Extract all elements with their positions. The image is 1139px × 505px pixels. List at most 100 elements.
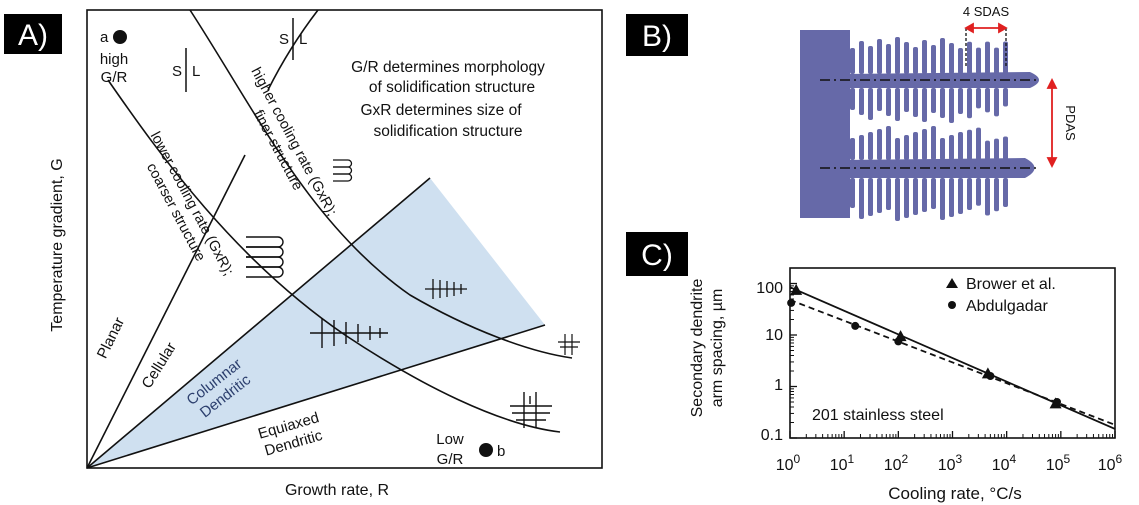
columnar-dendrite-icon-small xyxy=(425,279,467,299)
secondary-arm xyxy=(913,178,918,215)
panel-a-tag-box xyxy=(4,14,62,54)
dendrite-image xyxy=(800,30,1039,221)
higher-cooling-rate-curve xyxy=(189,9,573,359)
secondary-arm xyxy=(949,88,954,123)
panel-c-x-axis-label: Cooling rate, °C/s xyxy=(888,484,1021,503)
secondary-arm xyxy=(994,178,999,212)
pdas-label: PDAS xyxy=(1063,105,1078,141)
secondary-arm xyxy=(895,37,900,74)
panel-c-tag-box xyxy=(626,232,688,276)
legend-entry-abdulgadar: Abdulgadar xyxy=(966,298,1049,315)
secondary-arm xyxy=(913,47,918,74)
columnar-dendritic-region xyxy=(87,178,545,468)
secondary-arm xyxy=(967,88,972,119)
secondary-arm xyxy=(877,88,882,111)
data-point-abdulgadar xyxy=(1053,398,1062,407)
secondary-arm xyxy=(904,135,909,160)
panel-c-tag: C) xyxy=(641,239,673,272)
fit-line-brower-et-al xyxy=(789,286,1116,430)
panel-c-ylabel-1: Secondary dendrite xyxy=(689,279,706,418)
data-point-abdulgadar xyxy=(787,298,796,307)
secondary-arm xyxy=(967,129,972,160)
interface-l: L xyxy=(192,63,200,80)
secondary-arm xyxy=(1003,178,1008,207)
panel-a-x-axis-label: Growth rate, R xyxy=(285,482,389,499)
point-a-letter: a xyxy=(100,29,109,46)
panel-a: A) a high G/R S L S L G/R determines mo xyxy=(4,9,603,499)
x-tick-label-1: 101 xyxy=(830,452,855,474)
region-cellular: Cellular xyxy=(138,340,179,392)
sdas-arrow xyxy=(964,22,1008,34)
note-line-4: solidification structure xyxy=(373,123,522,140)
cellular-structure-icon xyxy=(246,236,284,278)
secondary-arm xyxy=(985,140,990,160)
point-b-label-2: G/R xyxy=(437,451,464,468)
panel-b-tag: B) xyxy=(642,20,672,53)
interface-symbol-right: S L xyxy=(279,18,307,60)
point-b-marker xyxy=(479,443,493,457)
higher-rate-label: higher cooling rate (GxR); finer structu… xyxy=(247,65,339,219)
secondary-arm xyxy=(976,88,981,109)
secondary-arm xyxy=(967,178,972,211)
higher-rate-line-1: higher cooling rate (GxR); xyxy=(247,65,339,219)
columnar-upper-boundary xyxy=(86,177,431,469)
region-planar: Planar xyxy=(94,315,128,361)
secondary-arm xyxy=(886,126,891,160)
note-line-3: GxR determines size of xyxy=(360,102,522,119)
note-line-1: G/R determines morphology xyxy=(351,59,545,76)
secondary-arm xyxy=(958,88,963,114)
y-tick-label-0-1: 0.1 xyxy=(761,427,783,444)
secondary-arm xyxy=(868,88,873,120)
secondary-arm xyxy=(949,178,954,217)
lower-rate-label: lower cooling rate (GxR); coarser struct… xyxy=(143,129,236,278)
secondary-arm xyxy=(922,129,927,160)
interface-s: S xyxy=(279,31,289,48)
interface-l: L xyxy=(299,31,307,48)
secondary-arm xyxy=(940,88,945,118)
secondary-arm xyxy=(967,41,972,74)
region-equiaxed: Equiaxed Dendritic xyxy=(256,409,325,459)
secondary-arm xyxy=(1003,136,1008,160)
point-b-letter: b xyxy=(497,443,505,460)
x-tick-label-4: 104 xyxy=(992,452,1017,474)
data-point-abdulgadar xyxy=(894,337,903,346)
secondary-arm xyxy=(958,178,963,214)
secondary-arm xyxy=(850,138,855,160)
x-tick-label-0: 100 xyxy=(776,452,801,474)
secondary-arm xyxy=(976,127,981,160)
columnar-dendrite-icon-large xyxy=(310,318,388,348)
data-point-abdulgadar xyxy=(986,371,995,380)
series-layer xyxy=(787,283,1116,430)
panel-a-frame xyxy=(86,9,603,469)
sdas-label: 4 SDAS xyxy=(963,4,1010,19)
panel-c: C) Secondary dendrite arm spacing, µm Co… xyxy=(626,232,1123,503)
secondary-arm xyxy=(886,44,891,74)
secondary-arm xyxy=(985,88,990,113)
data-point-abdulgadar xyxy=(851,321,860,330)
panel-a-tag: A) xyxy=(18,19,48,52)
legend: Brower et al. Abdulgadar xyxy=(946,276,1056,315)
equiaxed-dendrite-icon-small xyxy=(558,334,580,355)
lower-cooling-rate-curve xyxy=(107,79,561,433)
data-point-brower-et-al xyxy=(790,283,803,295)
secondary-arm xyxy=(877,39,882,74)
secondary-arm xyxy=(985,41,990,74)
point-a-label-1: high xyxy=(100,51,128,68)
secondary-arms xyxy=(850,37,1008,221)
x-tick-label-6: 106 xyxy=(1098,452,1123,474)
secondary-arm xyxy=(859,41,864,74)
secondary-arm xyxy=(922,88,927,122)
secondary-arm xyxy=(859,88,864,115)
axis-ticks xyxy=(789,267,1116,439)
x-tick-label-5: 105 xyxy=(1046,452,1071,474)
secondary-arm xyxy=(886,88,891,116)
secondary-arm xyxy=(994,88,999,117)
legend-triangle-marker xyxy=(946,278,958,288)
secondary-arm xyxy=(859,135,864,160)
secondary-arm xyxy=(895,178,900,221)
y-tick-label-1: 1 xyxy=(774,377,783,394)
point-b-label-1: Low xyxy=(436,431,464,448)
fine-cellular-structure-icon xyxy=(333,159,353,182)
pdas-arrow xyxy=(1046,77,1058,169)
secondary-arm xyxy=(931,178,936,209)
